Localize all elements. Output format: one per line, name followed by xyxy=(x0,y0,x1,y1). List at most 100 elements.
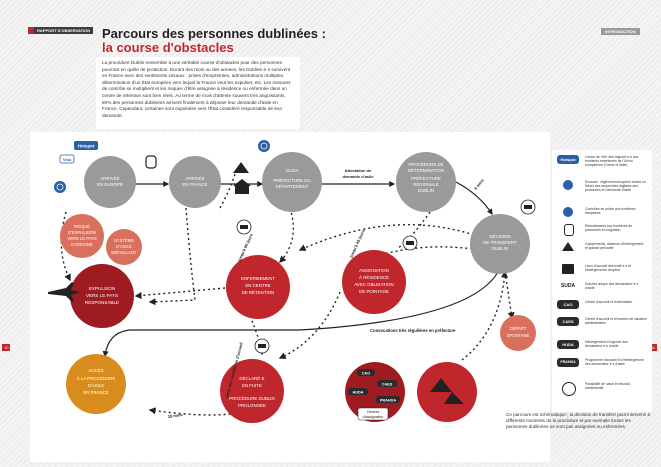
page-title: Parcours des personnes dublinées : xyxy=(102,26,326,41)
svg-text:DÉTERMINATION: DÉTERMINATION xyxy=(408,168,444,173)
svg-text:PROCÉDURE DE: PROCÉDURE DE xyxy=(408,162,443,167)
node-assignation: ASSIGNATION À RÉSIDENCE AVEC OBLIGATION … xyxy=(342,250,406,314)
svg-text:D'ORIGINE: D'ORIGINE xyxy=(71,242,93,247)
police-icon xyxy=(563,207,573,217)
node-guda: GUDA PRÉFECTURE DU DÉPARTEMENT xyxy=(262,152,322,212)
node-decision: DÉCISION DE TRANSFERT DUBLIN xyxy=(470,214,530,274)
caes-badge: CAES xyxy=(557,317,579,326)
eurodac-icon xyxy=(54,181,66,193)
svg-text:PRAHDA: PRAHDA xyxy=(380,399,397,403)
node-arrivee-europe: ARRIVÉE EN EUROPE xyxy=(84,156,136,208)
house-icon xyxy=(233,179,251,194)
judge-icon xyxy=(236,219,252,235)
plane-icon xyxy=(48,282,80,302)
svg-text:ACCÈS: ACCÈS xyxy=(88,368,103,373)
svg-text:ASSIGNATION: ASSIGNATION xyxy=(359,268,389,273)
hotspot-tag: Hotspot xyxy=(78,144,95,149)
node-arrivee-france: ARRIVÉE EN FRANCE xyxy=(169,156,221,208)
svg-text:Convocations très régulières e: Convocations très régulières en préfectu… xyxy=(370,328,456,333)
node-acces: ACCÈS À LA PROCÉDURE D'ASILE EN FRANCE xyxy=(66,354,126,414)
svg-text:EN FRANCE: EN FRANCE xyxy=(182,182,207,187)
svg-text:d'assignation: d'assignation xyxy=(363,415,384,419)
node-expulsion: EXPULSION VERS LE PAYS RESPONSABLE xyxy=(70,264,134,328)
svg-text:18 mois: 18 mois xyxy=(167,412,183,419)
svg-text:RESPONSABLE: RESPONSABLE xyxy=(85,300,119,305)
svg-text:À LA PROCÉDURE: À LA PROCÉDURE xyxy=(77,376,116,381)
node-procedure: PROCÉDURE DE DÉTERMINATION PRÉFECTURE RÉ… xyxy=(396,152,456,212)
svg-text:GUDA: GUDA xyxy=(286,168,299,173)
tent-icon xyxy=(233,162,249,173)
node-declare: DÉCLARÉ·E EN FUITE PROCÉDURE DUBLIN PROL… xyxy=(220,359,284,423)
svg-text:À RÉSIDENCE: À RÉSIDENCE xyxy=(359,275,389,280)
node-enfermement: ENFERMEMENT EN CENTRE DE RÉTENTION xyxy=(226,255,290,319)
svg-text:ARRIVÉE: ARRIVÉE xyxy=(100,176,119,181)
arrow-convocations xyxy=(102,271,499,358)
svg-text:EN FUITE: EN FUITE xyxy=(242,383,262,388)
svg-text:D'EXPULSION: D'EXPULSION xyxy=(68,230,96,235)
svg-text:ENFERMEMENT: ENFERMEMENT xyxy=(241,276,275,281)
legend-item: Possibilité de saisir le tribunal admini… xyxy=(556,382,650,400)
svg-text:ARRIVÉE: ARRIVÉE xyxy=(185,176,204,181)
node-hebergements: CAO CAES HUDA PRAHDA Centres d'assignati… xyxy=(345,362,405,422)
page-number-right: 11 xyxy=(649,344,658,351)
cao-badge: CAO xyxy=(557,300,579,309)
stop-hand-icon xyxy=(145,155,157,169)
svg-text:DÉCLARÉ·E: DÉCLARÉ·E xyxy=(239,376,264,381)
node-depart: DÉPART SPONTANÉ xyxy=(500,315,536,351)
stop-hand-icon xyxy=(564,224,574,236)
legend-item: PRAHDA Programme d'accueil et d'hébergem… xyxy=(556,358,650,376)
huda-badge: HUDA xyxy=(557,340,579,349)
svg-text:PRÉFECTURE DU: PRÉFECTURE DU xyxy=(273,178,310,183)
page-number-left: 10 xyxy=(2,344,11,351)
section-tag-introduction: INTRODUCTION xyxy=(601,28,640,35)
footnote-text: Ce parcours est schématique ; la décisio… xyxy=(506,412,651,429)
visa-tag: Visa xyxy=(63,157,72,162)
tent-icon xyxy=(562,242,574,251)
svg-text:SYSTÈME: SYSTÈME xyxy=(114,238,134,243)
eurodac-icon-2 xyxy=(258,140,270,152)
legend-item: CAO Centre d'accueil et d'orientation xyxy=(556,300,650,314)
svg-text:Centres: Centres xyxy=(367,410,380,414)
node-campements xyxy=(417,362,477,422)
svg-text:RISQUE: RISQUE xyxy=(74,224,90,229)
svg-text:PRÉFECTURE: PRÉFECTURE xyxy=(411,176,441,181)
svg-text:PROLONGÉE: PROLONGÉE xyxy=(238,403,266,408)
svg-text:VERS LE PAYS: VERS LE PAYS xyxy=(86,293,118,298)
svg-text:DÉPART: DÉPART xyxy=(510,326,527,331)
svg-text:PROCÉDURE DUBLIN: PROCÉDURE DUBLIN xyxy=(229,396,274,401)
svg-text:DÉFAILLANT: DÉFAILLANT xyxy=(111,250,137,255)
svg-text:DUBLIN: DUBLIN xyxy=(418,188,434,193)
svg-text:CAO: CAO xyxy=(362,372,370,376)
legend-panel: Hotspot Centre de «tri» des migrant·e·s … xyxy=(552,150,652,412)
svg-text:DE RÉTENTION: DE RÉTENTION xyxy=(242,290,275,295)
svg-text:EN FRANCE: EN FRANCE xyxy=(83,390,108,395)
judge-icon-2 xyxy=(402,235,418,251)
legend-item: CAES Centre d'accueil et d'examen de sit… xyxy=(556,317,650,335)
svg-text:DE TRANSFERT: DE TRANSFERT xyxy=(483,240,517,245)
svg-text:SPONTANÉ: SPONTANÉ xyxy=(507,333,530,338)
judge-icon xyxy=(562,382,576,396)
prahda-badge: PRAHDA xyxy=(557,358,579,367)
svg-text:D'ASILE: D'ASILE xyxy=(88,383,105,388)
svg-text:DE POINTAGE: DE POINTAGE xyxy=(359,289,389,294)
svg-text:HUDA: HUDA xyxy=(353,391,364,395)
svg-text:DÉCISION: DÉCISION xyxy=(489,234,510,239)
svg-text:RÉGIONALE: RÉGIONALE xyxy=(413,182,439,187)
eurodac-icon xyxy=(563,180,573,190)
legend-item: Campements, absence d'hébergement et gra… xyxy=(556,242,650,260)
svg-text:demande d'asile: demande d'asile xyxy=(343,174,375,179)
suda-label: SUDA xyxy=(557,282,579,291)
section-tag: RAPPORT D'OBSERVATION xyxy=(28,27,94,34)
svg-text:DÉPARTEMENT: DÉPARTEMENT xyxy=(276,184,309,189)
svg-text:D'ASILE: D'ASILE xyxy=(116,244,132,249)
svg-text:EN EUROPE: EN EUROPE xyxy=(97,182,123,187)
node-risque: RISQUE D'EXPULSION VERS LE PAYS D'ORIGIN… xyxy=(60,214,104,258)
svg-text:Attestation de: Attestation de xyxy=(345,168,372,173)
page-subtitle: la course d'obstacles xyxy=(102,40,234,55)
node-systeme: SYSTÈME D'ASILE DÉFAILLANT xyxy=(106,229,142,265)
legend-item: Eurodac : règlement européen créant un f… xyxy=(556,180,650,202)
judge-icon-4 xyxy=(254,338,270,354)
legend-item: Refoulements aux frontières de personnes… xyxy=(556,224,650,238)
hotspot-badge: Hotspot xyxy=(557,155,579,164)
